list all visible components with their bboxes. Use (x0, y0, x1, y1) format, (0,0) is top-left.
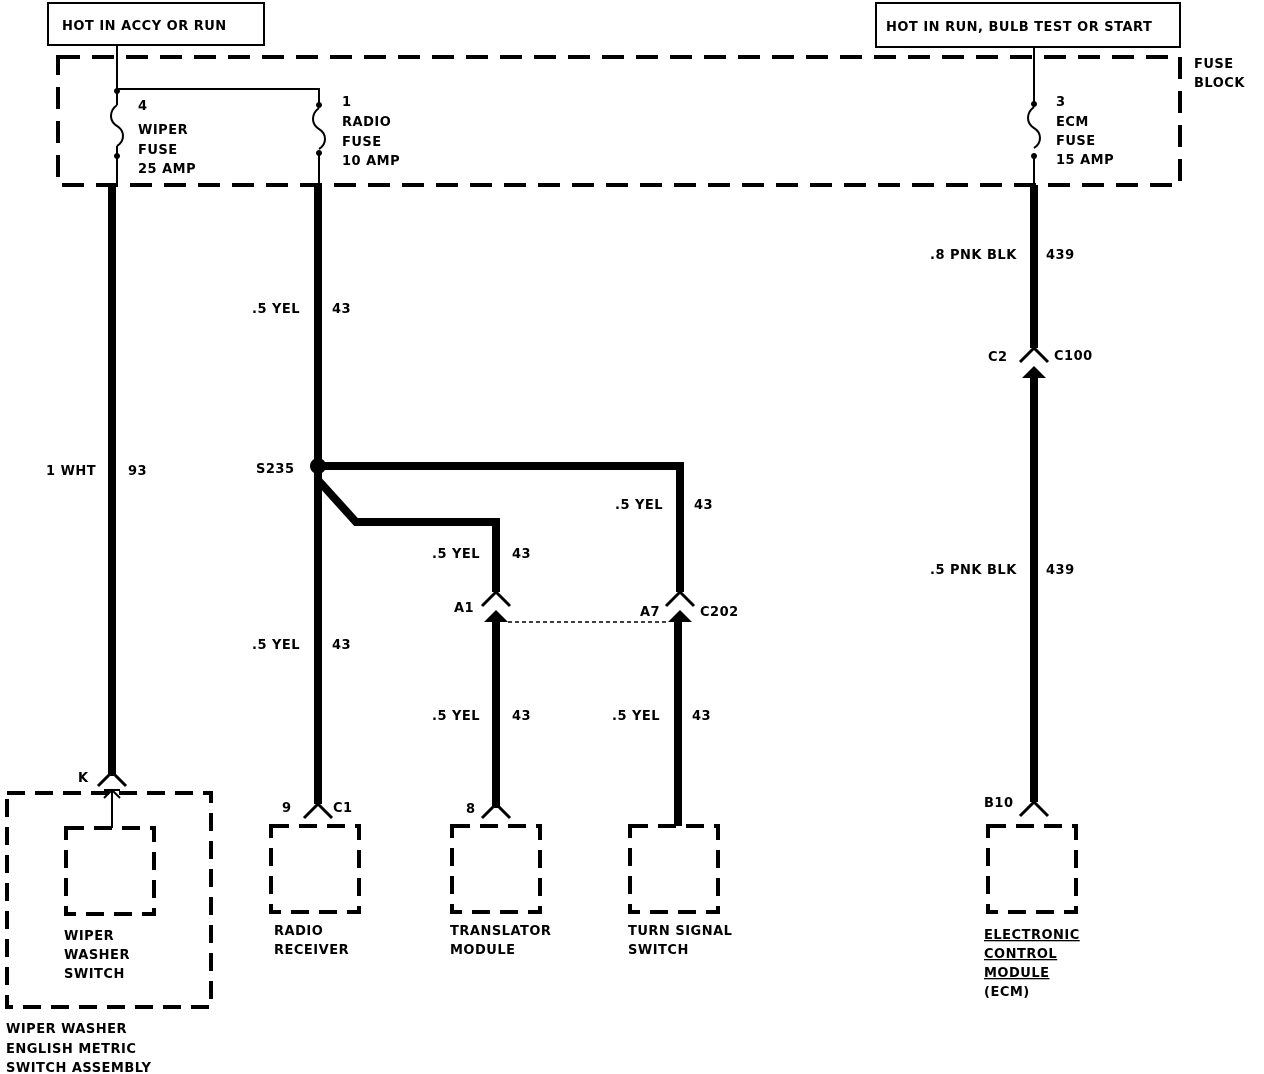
c100-label: C100 (1054, 349, 1093, 364)
fuse-block-label-1: FUSE (1194, 57, 1234, 72)
wire-turn-upper (318, 462, 684, 592)
wiper-switch-box (64, 826, 156, 916)
wiper-assembly-label-1: WIPER WASHER (6, 1022, 127, 1037)
fuse-block-label-2: BLOCK (1194, 76, 1245, 91)
radio-fuse-number: 1 (342, 95, 352, 110)
wire-radio-upper-gauge: .5 YEL (252, 302, 300, 317)
translator-connector-chevron (480, 801, 512, 820)
ecm-label-3: MODULE (984, 966, 1050, 981)
c202-a7-label: A7 (640, 605, 660, 620)
wire-ecm-upper-gauge: .8 PNK BLK (930, 248, 1017, 263)
radio-fuse-line2: FUSE (342, 135, 382, 150)
c202-a7-upper-chevron (664, 589, 696, 608)
power-source-right-box (875, 2, 1181, 48)
turn-signal-switch-box (628, 824, 720, 914)
wire-translator-upper-circuit: 43 (512, 547, 531, 562)
wiper-fuse-line1: WIPER (138, 123, 188, 138)
translator-label-2: MODULE (450, 943, 516, 958)
c202-a1-upper-chevron (480, 589, 512, 608)
ecm-label-4: (ECM) (984, 985, 1030, 1000)
radio-fuse-line3: 10 AMP (342, 154, 400, 169)
left-feed-bus (116, 45, 320, 103)
wire-wiper-gauge: 1 WHT (46, 464, 96, 479)
c100-pin-label: C2 (988, 350, 1008, 365)
wiper-assembly-box (5, 791, 213, 1009)
wire-turn-upper-gauge: .5 YEL (615, 498, 663, 513)
wire-ecm-lower-gauge: .5 PNK BLK (930, 563, 1017, 578)
wiper-connector-chevron (96, 769, 128, 788)
turn-signal-label-1: TURN SIGNAL (628, 924, 732, 939)
fuse-block-box (56, 55, 1182, 187)
power-source-left-box (47, 2, 265, 46)
ecm-fuse-line1: ECM (1056, 115, 1089, 130)
translator-module-box (450, 824, 542, 914)
radio-receiver-box (269, 824, 361, 914)
wiper-fuse-line2: FUSE (138, 143, 178, 158)
wiper-assembly-label-3: SWITCH ASSEMBLY (6, 1061, 152, 1074)
wiper-pin-label: K (78, 771, 89, 786)
wiper-switch-label-2: WASHER (64, 948, 130, 963)
wire-turn-lower-gauge: .5 YEL (612, 709, 660, 724)
power-source-right-label: HOT IN RUN, BULB TEST OR START (886, 20, 1152, 35)
wire-ecm-lower-circuit: 439 (1046, 563, 1075, 578)
c202-label: C202 (700, 605, 739, 620)
radio-connector-label: C1 (333, 801, 353, 816)
ecm-connector-chevron (1018, 799, 1050, 818)
translator-label-1: TRANSLATOR (450, 924, 551, 939)
ecm-fuse-line3: 15 AMP (1056, 153, 1114, 168)
wire-turn-lower-circuit: 43 (692, 709, 711, 724)
wire-radio-upper-circuit: 43 (332, 302, 351, 317)
radio-fuse-line1: RADIO (342, 115, 391, 130)
wire-translator-upper-gauge: .5 YEL (432, 547, 480, 562)
wiper-switch-label-3: SWITCH (64, 967, 125, 982)
wiper-switch-label-1: WIPER (64, 929, 114, 944)
wire-translator-lower-gauge: .5 YEL (432, 709, 480, 724)
wire-translator-upper (315, 477, 500, 592)
ecm-label-2: CONTROL (984, 947, 1057, 962)
radio-label-2: RECEIVER (274, 943, 349, 958)
turn-signal-label-2: SWITCH (628, 943, 689, 958)
translator-pin-label: 8 (466, 802, 476, 817)
c202-a1-label: A1 (454, 601, 474, 616)
ecm-label-1: ELECTRONIC (984, 928, 1080, 943)
radio-connector-chevron (302, 801, 334, 820)
wiper-fuse-number: 4 (138, 99, 148, 114)
wiper-fuse-line3: 25 AMP (138, 162, 196, 177)
radio-label-1: RADIO (274, 924, 323, 939)
wire-radio-lower-circuit: 43 (332, 638, 351, 653)
c202-a1-lower-arrow (484, 610, 508, 622)
c100-upper-chevron (1018, 345, 1050, 364)
wire-wiper-circuit: 93 (128, 464, 147, 479)
ecm-fuse-symbol (1027, 101, 1041, 159)
splice-label: S235 (256, 462, 295, 477)
wire-radio-lower-gauge: .5 YEL (252, 638, 300, 653)
wiper-assembly-label-2: ENGLISH METRIC (6, 1042, 136, 1057)
radio-pin-label: 9 (282, 801, 292, 816)
wire-turn-upper-circuit: 43 (694, 498, 713, 513)
power-source-left-label: HOT IN ACCY OR RUN (62, 19, 227, 34)
ecm-fuse-line2: FUSE (1056, 134, 1096, 149)
c100-lower-arrow (1022, 366, 1046, 378)
wire-ecm-upper-circuit: 439 (1046, 248, 1075, 263)
wire-translator-lower-circuit: 43 (512, 709, 531, 724)
ecm-box (986, 824, 1078, 914)
radio-fuse-symbol (312, 102, 326, 156)
ecm-pin-label: B10 (984, 796, 1014, 811)
wiper-fuse-symbol (110, 88, 124, 159)
ecm-fuse-number: 3 (1056, 95, 1066, 110)
